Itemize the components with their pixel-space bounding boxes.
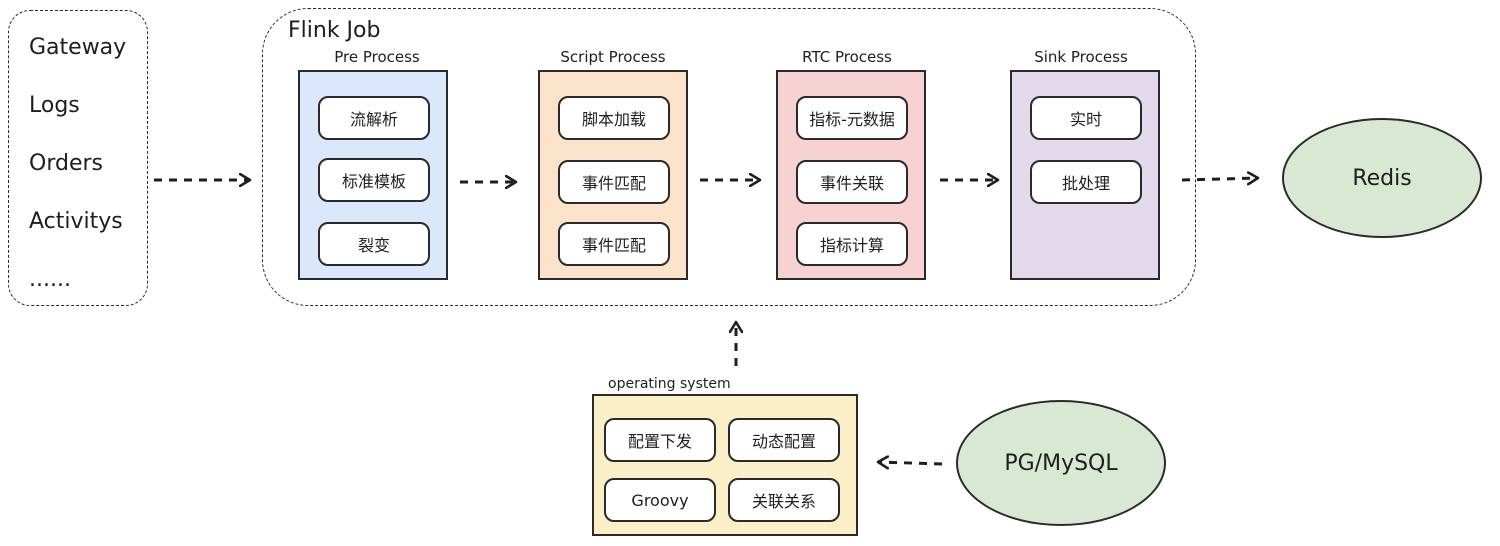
chip-fission: 裂变 [318, 222, 430, 266]
chip-config-dispatch: 配置下发 [604, 418, 716, 462]
stage-script-process: 脚本加载 事件匹配 事件匹配 [538, 70, 688, 280]
database-node: PG/MySQL [956, 400, 1166, 526]
chip-realtime: 实时 [1030, 96, 1142, 140]
stage-pre-process-title: Pre Process [334, 48, 420, 66]
operating-system-box: 配置下发 动态配置 Groovy 关联关系 [592, 394, 858, 536]
source-more: ...... [29, 267, 71, 292]
source-gateway: Gateway [29, 35, 127, 60]
chip-groovy: Groovy [604, 478, 716, 522]
stage-sink-process: 实时 批处理 [1010, 70, 1160, 280]
chip-metric-metadata: 指标-元数据 [796, 96, 908, 140]
source-logs: Logs [29, 93, 80, 118]
chip-event-correlation: 事件关联 [796, 160, 908, 204]
stage-rtc-process: 指标-元数据 事件关联 指标计算 [776, 70, 926, 280]
chip-event-match-1: 事件匹配 [558, 160, 670, 204]
redis-node: Redis [1282, 118, 1482, 238]
chip-metric-compute: 指标计算 [796, 222, 908, 266]
chip-standard-template: 标准模板 [318, 158, 430, 202]
source-activitys: Activitys [29, 209, 123, 234]
chip-script-load: 脚本加载 [558, 96, 670, 140]
stage-pre-process: 流解析 标准模板 裂变 [298, 70, 448, 280]
stage-sink-process-title: Sink Process [1034, 48, 1128, 66]
stage-script-process-title: Script Process [560, 48, 666, 66]
flink-job-container [262, 8, 1196, 306]
chip-relations: 关联关系 [728, 478, 840, 522]
arrow-db-to-ops [878, 462, 943, 464]
chip-event-match-2: 事件匹配 [558, 222, 670, 266]
operating-system-title: operating system [608, 376, 731, 392]
flink-job-title: Flink Job [288, 18, 381, 43]
source-orders: Orders [29, 151, 103, 176]
stage-rtc-process-title: RTC Process [802, 48, 892, 66]
arrow-sink-to-redis [1181, 178, 1258, 180]
chip-stream-parse: 流解析 [318, 96, 430, 140]
sources-box: Gateway Logs Orders Activitys ...... [8, 10, 148, 306]
chip-batch: 批处理 [1030, 160, 1142, 204]
chip-dynamic-config: 动态配置 [728, 418, 840, 462]
